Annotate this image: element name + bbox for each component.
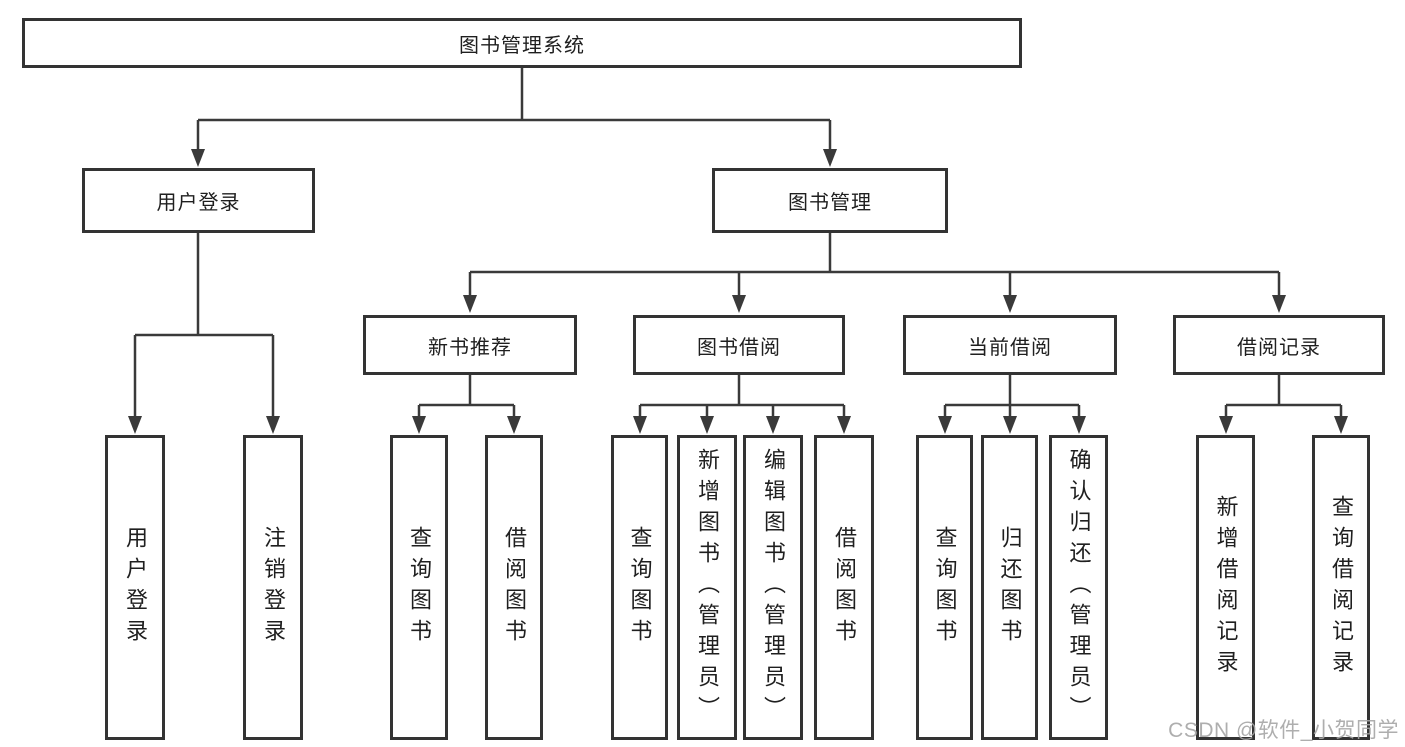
- node-borrow-records-label: 借阅记录: [1237, 336, 1321, 359]
- leaf-cb-confirm-return-admin-label: 确认归还（管理员）: [1066, 448, 1092, 727]
- leaf-cb-confirm-return-admin: 确认归还（管理员）: [1049, 435, 1108, 740]
- leaf-br-add-record-label: 新增借阅记录: [1213, 494, 1239, 681]
- node-current-borrowing: 当前借阅: [903, 315, 1117, 375]
- leaf-bb-query-books: 查询图书: [611, 435, 668, 740]
- leaf-cb-return-books: 归还图书: [981, 435, 1038, 740]
- node-book-management-label: 图书管理: [788, 192, 872, 214]
- node-new-book-recommend-label: 新书推荐: [428, 336, 512, 359]
- node-current-borrowing-label: 当前借阅: [968, 336, 1052, 359]
- node-book-borrowing: 图书借阅: [633, 315, 845, 375]
- node-root: 图书管理系统: [22, 18, 1022, 68]
- leaf-nbr-query-books: 查询图书: [390, 435, 448, 740]
- leaf-bb-add-books-admin-label: 新增图书（管理员）: [695, 448, 720, 727]
- leaf-bb-query-books-label: 查询图书: [627, 525, 653, 650]
- leaf-cb-query-books: 查询图书: [916, 435, 973, 740]
- leaf-br-query-record-label: 查询借阅记录: [1329, 494, 1354, 681]
- leaf-bb-borrow-books-label: 借阅图书: [832, 525, 857, 650]
- leaf-nbr-query-books-label: 查询图书: [407, 525, 432, 650]
- node-book-management: 图书管理: [712, 168, 948, 233]
- leaf-br-add-record: 新增借阅记录: [1196, 435, 1255, 740]
- node-user-login-label: 用户登录: [156, 192, 241, 214]
- leaf-cb-query-books-label: 查询图书: [932, 525, 958, 650]
- leaf-logout: 注销登录: [243, 435, 303, 740]
- leaf-logout-label: 注销登录: [261, 525, 286, 650]
- leaf-bb-add-books-admin: 新增图书（管理员）: [677, 435, 737, 740]
- leaf-user-login: 用户登录: [105, 435, 165, 740]
- node-new-book-recommend: 新书推荐: [363, 315, 577, 375]
- watermark: CSDN @软件_小贺同学: [1168, 719, 1399, 742]
- leaf-bb-borrow-books: 借阅图书: [814, 435, 874, 740]
- node-borrow-records: 借阅记录: [1173, 315, 1385, 375]
- leaf-bb-edit-books-admin-label: 编辑图书（管理员）: [761, 448, 786, 727]
- arrowheads: [128, 149, 1348, 434]
- leaf-nbr-borrow-books: 借阅图书: [485, 435, 543, 740]
- leaf-nbr-borrow-books-label: 借阅图书: [502, 525, 527, 650]
- node-user-login: 用户登录: [82, 168, 315, 233]
- leaf-bb-edit-books-admin: 编辑图书（管理员）: [743, 435, 803, 740]
- leaf-user-login-label: 用户登录: [123, 525, 148, 650]
- node-book-borrowing-label: 图书借阅: [697, 336, 781, 359]
- leaf-cb-return-books-label: 归还图书: [997, 525, 1023, 650]
- leaf-br-query-record: 查询借阅记录: [1312, 435, 1370, 740]
- node-root-label: 图书管理系统: [459, 34, 585, 57]
